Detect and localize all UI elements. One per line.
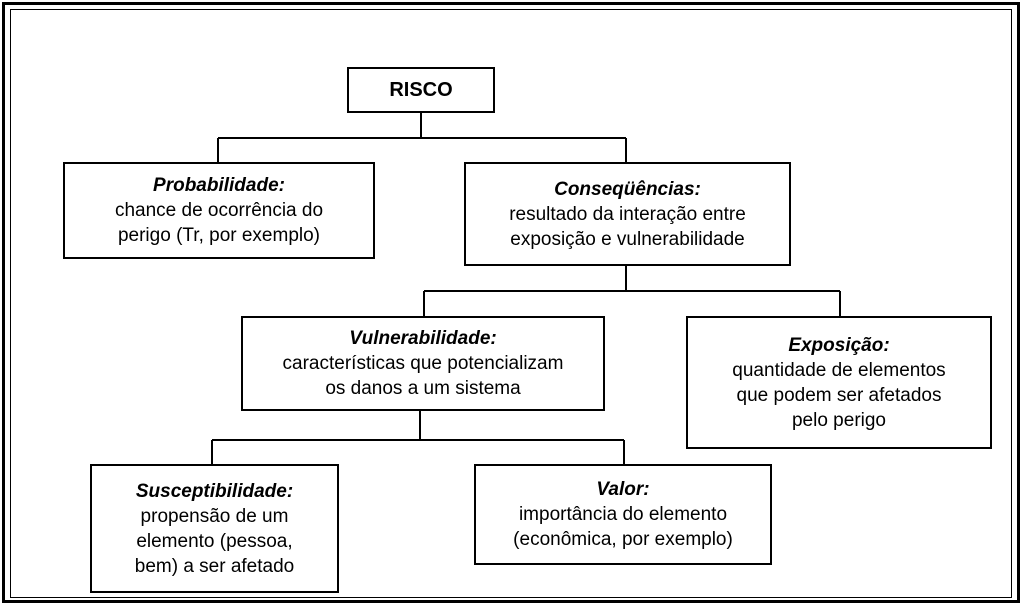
node-vulnerabilidade: Vulnerabilidade: características que pot… bbox=[241, 316, 605, 411]
node-susceptibilidade-text-3: bem) a ser afetado bbox=[134, 555, 295, 577]
node-valor-title: Valor: bbox=[596, 479, 650, 500]
node-exposicao-text-2: que podem ser afetados bbox=[736, 384, 942, 406]
node-exposicao-text-3: pelo perigo bbox=[791, 409, 887, 431]
node-valor-text-1: importância do elemento bbox=[518, 504, 728, 525]
node-valor: Valor: importância do elemento (econômic… bbox=[474, 464, 772, 565]
node-susceptibilidade-text-1: propensão de um bbox=[140, 505, 289, 527]
node-exposicao-title: Exposição: bbox=[788, 334, 890, 356]
node-vulnerabilidade-text-1: características que potencializam bbox=[282, 353, 564, 374]
node-valor-text-2: (econômica, por exemplo) bbox=[513, 529, 733, 550]
node-probabilidade-text-2: perigo (Tr, por exemplo) bbox=[117, 225, 321, 246]
node-vulnerabilidade-text-2: os danos a um sistema bbox=[325, 378, 521, 399]
node-consequencias: Conseqüências: resultado da interação en… bbox=[464, 162, 791, 266]
node-susceptibilidade-text-2: elemento (pessoa, bbox=[136, 530, 293, 552]
node-vulnerabilidade-title: Vulnerabilidade: bbox=[349, 328, 497, 349]
node-consequencias-text-2: exposição e vulnerabilidade bbox=[510, 228, 745, 250]
node-susceptibilidade: Susceptibilidade: propensão de um elemen… bbox=[90, 464, 339, 593]
inner-frame bbox=[10, 9, 1012, 598]
node-risco-title: RISCO bbox=[389, 78, 453, 101]
node-probabilidade: Probabilidade: chance de ocorrência do p… bbox=[63, 162, 375, 259]
node-consequencias-text-1: resultado da interação entre bbox=[509, 203, 746, 225]
node-exposicao: Exposição: quantidade de elementos que p… bbox=[686, 316, 992, 449]
node-consequencias-title: Conseqüências: bbox=[554, 178, 701, 200]
node-risco: RISCO bbox=[347, 67, 495, 113]
node-probabilidade-text-1: chance de ocorrência do bbox=[114, 200, 324, 221]
node-susceptibilidade-title: Susceptibilidade: bbox=[135, 480, 294, 502]
node-probabilidade-title: Probabilidade: bbox=[153, 175, 285, 196]
node-exposicao-text-1: quantidade de elementos bbox=[732, 359, 946, 381]
